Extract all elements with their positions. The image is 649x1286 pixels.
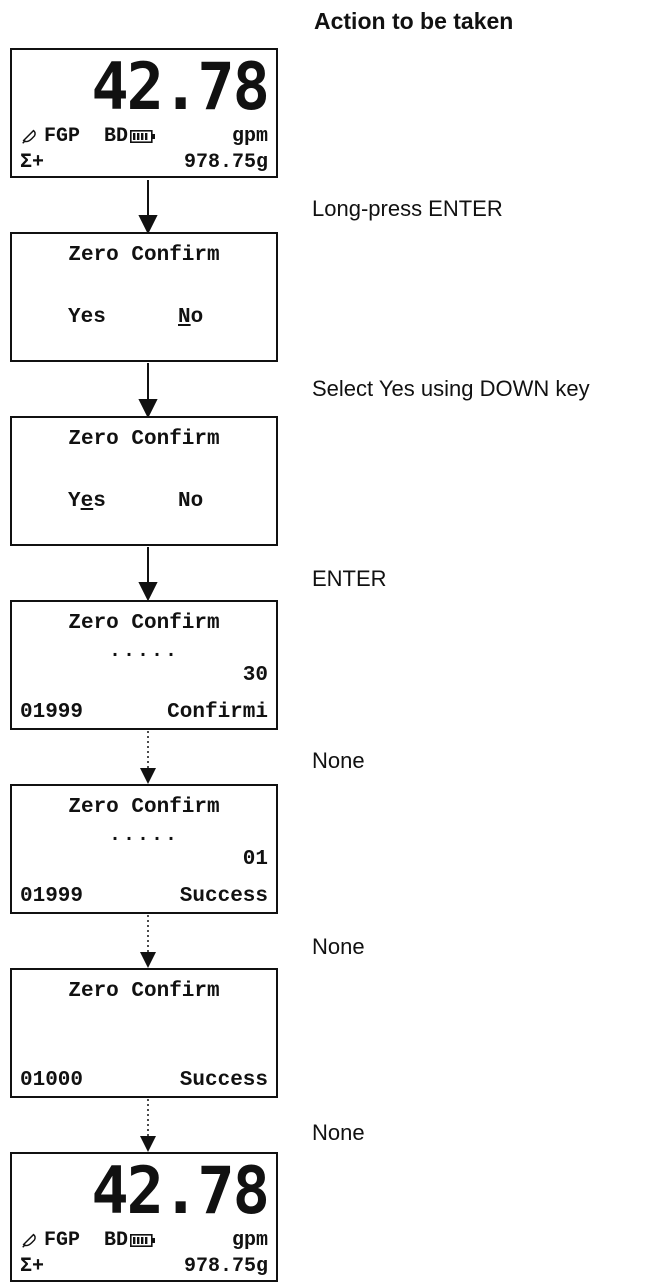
lcd-screen-home-final: 42.78 FGP BD gpm Σ+ 978.75g: [10, 1152, 278, 1282]
status-line: 01999 Confirmi: [20, 701, 268, 724]
page-heading: Action to be taken: [314, 8, 514, 34]
battery-icon: [130, 1233, 156, 1247]
totalizer-value: 978.75g: [183, 150, 268, 174]
lcd-screen-success-countdown: Zero Confirm ..... 01 01999 Success: [10, 784, 278, 914]
option-yes-selected: Yes: [68, 490, 106, 513]
bell-icon: [22, 1233, 36, 1248]
action-step-6: None: [312, 1120, 365, 1145]
confirm-title: Zero Confirm: [68, 980, 220, 1003]
confirm-title: Zero Confirm: [68, 612, 220, 635]
status-code: 01999: [20, 701, 84, 724]
action-step-3: ENTER: [312, 566, 387, 591]
arrowhead-4: [140, 768, 156, 784]
status-row: FGP BD gpm: [20, 1228, 268, 1252]
progress-dots: .....: [108, 824, 179, 847]
totalizer-row: Σ+ 978.75g: [20, 150, 268, 174]
flow-rate-readout: 42.78: [91, 1151, 270, 1229]
status-line: 01999 Success: [20, 885, 268, 908]
action-step-1: Long-press ENTER: [312, 196, 503, 221]
action-step-4: None: [312, 748, 365, 773]
status-line: 01000 Success: [20, 1069, 268, 1092]
countdown-value: 30: [242, 664, 268, 687]
action-step-5: None: [312, 934, 365, 959]
confirm-title: Zero Confirm: [68, 796, 220, 819]
totalizer-symbol: Σ+: [20, 1254, 45, 1278]
totalizer-symbol: Σ+: [20, 150, 45, 174]
flow-unit: gpm: [231, 1228, 268, 1252]
arrowhead-5: [140, 952, 156, 968]
option-no-selected: No: [178, 306, 204, 329]
totalizer-row: Σ+ 978.75g: [20, 1254, 268, 1278]
status-flags: FGP BD: [44, 1228, 129, 1252]
arrowhead-6: [140, 1136, 156, 1152]
progress-dots: .....: [108, 640, 179, 663]
countdown-value: 01: [242, 848, 268, 871]
status-row: FGP BD gpm: [20, 124, 268, 148]
option-no: No: [178, 490, 204, 513]
status-flags: FGP BD: [44, 124, 129, 148]
battery-icon: [130, 129, 156, 143]
option-yes: Yes: [68, 306, 106, 329]
confirm-title: Zero Confirm: [68, 244, 220, 267]
flow-rate-readout: 42.78: [91, 47, 270, 125]
lcd-screen-home-initial: 42.78 FGP BD gpm Σ+ 978.75g: [10, 48, 278, 178]
bell-icon: [22, 129, 36, 144]
action-step-2: Select Yes using DOWN key: [312, 376, 590, 401]
flow-unit: gpm: [231, 124, 268, 148]
status-code: 01000: [20, 1069, 84, 1092]
arrowhead-2: [138, 399, 158, 419]
status-text: Success: [179, 885, 268, 908]
confirm-title: Zero Confirm: [68, 428, 220, 451]
status-text: Confirmi: [167, 701, 268, 724]
status-text: Success: [179, 1069, 268, 1092]
status-code: 01999: [20, 885, 84, 908]
lcd-screen-confirm-yes: Zero Confirm Yes No: [10, 416, 278, 546]
lcd-screen-success: Zero Confirm 01000 Success: [10, 968, 278, 1098]
arrowhead-1: [138, 215, 158, 235]
lcd-screen-confirming: Zero Confirm ..... 30 01999 Confirmi: [10, 600, 278, 730]
arrowhead-3: [138, 582, 158, 602]
lcd-screen-confirm-no: Zero Confirm Yes No: [10, 232, 278, 362]
totalizer-value: 978.75g: [183, 1254, 268, 1278]
